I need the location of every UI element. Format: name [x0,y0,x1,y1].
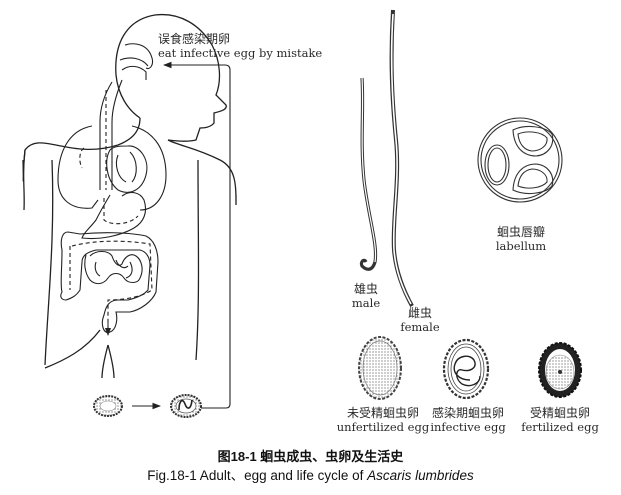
human-body-outline [22,13,237,379]
ingestion-path-arrow-icon [162,61,231,409]
digestive-tract [57,43,167,334]
fertilized-egg-icon [538,342,582,398]
figure-caption-en: Fig.18-1 Adult、egg and life cycle of Asc… [147,468,474,483]
female-label: 雌虫 female [400,306,440,334]
unfertilized-egg-icon [358,336,402,400]
labellum-icon [477,117,563,203]
figure-caption-zh: 图18-1 蛔虫成虫、虫卵及生活史 [217,449,404,464]
unfertilized-egg-label: 未受精蛔虫卵 unfertilized egg [336,406,430,434]
female-worm-icon [389,9,414,307]
fertilized-egg-label: 受精蛔虫卵 fertilized egg [521,406,599,434]
infective-egg-icon [442,338,490,400]
labellum-label: 蛔虫唇瓣 labellum [495,225,547,253]
male-worm-icon [359,77,378,271]
ingest-label: 误食感染期卵 eat infective egg by mistake [158,32,323,60]
infective-egg-label: 感染期蛔虫卵 infective egg [430,406,506,434]
egg-passed-icon [93,395,123,417]
male-label: 雄虫 male [351,282,381,310]
infective-egg-cycle-icon [170,394,202,418]
